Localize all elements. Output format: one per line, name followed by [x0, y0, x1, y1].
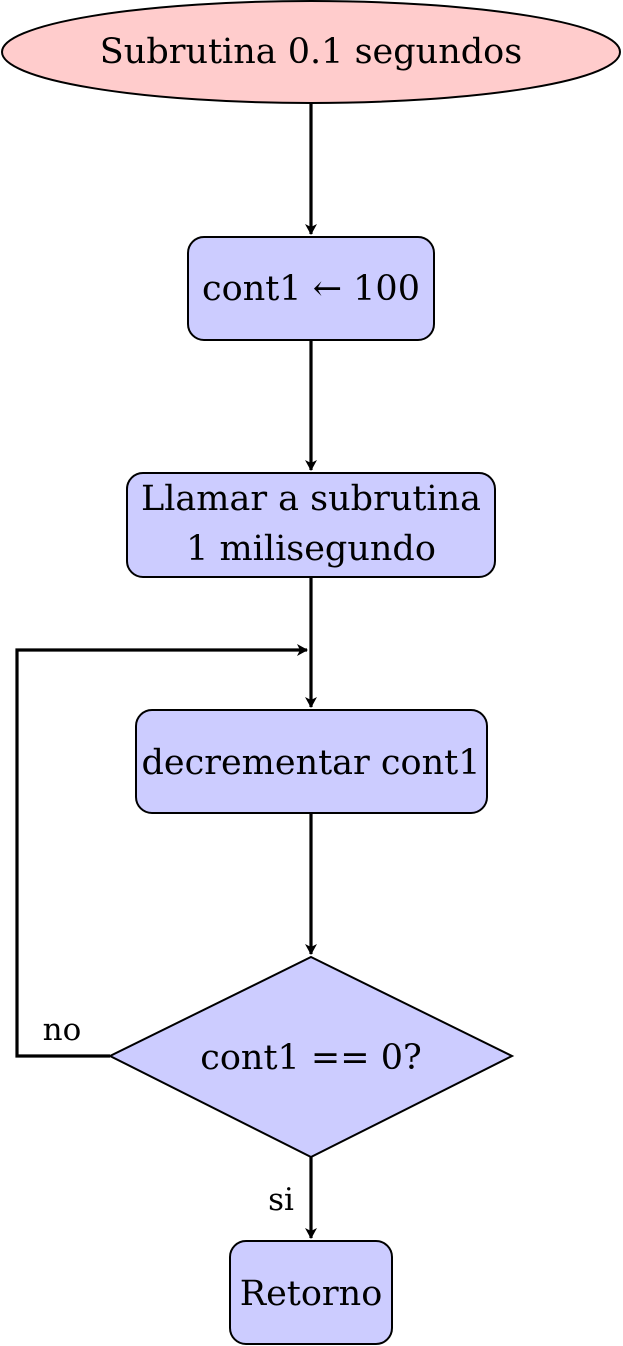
decision-node: cont1 == 0? [107, 955, 515, 1159]
init-node: cont1 ← 100 [187, 236, 435, 341]
init-label: cont1 ← 100 [202, 269, 420, 309]
decrement-label: decrementar cont1 [142, 743, 481, 783]
start-node: Subrutina 0.1 segundos [1, 0, 621, 104]
start-label: Subrutina 0.1 segundos [100, 32, 522, 72]
edge-label-si: si [268, 1182, 294, 1218]
decision-label: cont1 == 0? [200, 1038, 421, 1078]
call-label-line2: 1 milisegundo [186, 529, 436, 569]
end-node: Retorno [229, 1240, 393, 1345]
edge-loop-back-no [15, 644, 308, 1058]
end-label: Retorno [240, 1274, 383, 1314]
end-box [229, 1240, 393, 1345]
call-label-line1: Llamar a subrutina [141, 479, 481, 519]
decrement-box [135, 709, 488, 814]
init-box [187, 236, 435, 341]
call-node: Llamar a subrutina 1 milisegundo [126, 472, 496, 578]
edge-label-no: no [43, 1012, 82, 1048]
decision-diamond [107, 955, 515, 1159]
call-box [126, 472, 496, 578]
start-ellipse [1, 0, 621, 104]
decrement-node: decrementar cont1 [135, 709, 488, 814]
